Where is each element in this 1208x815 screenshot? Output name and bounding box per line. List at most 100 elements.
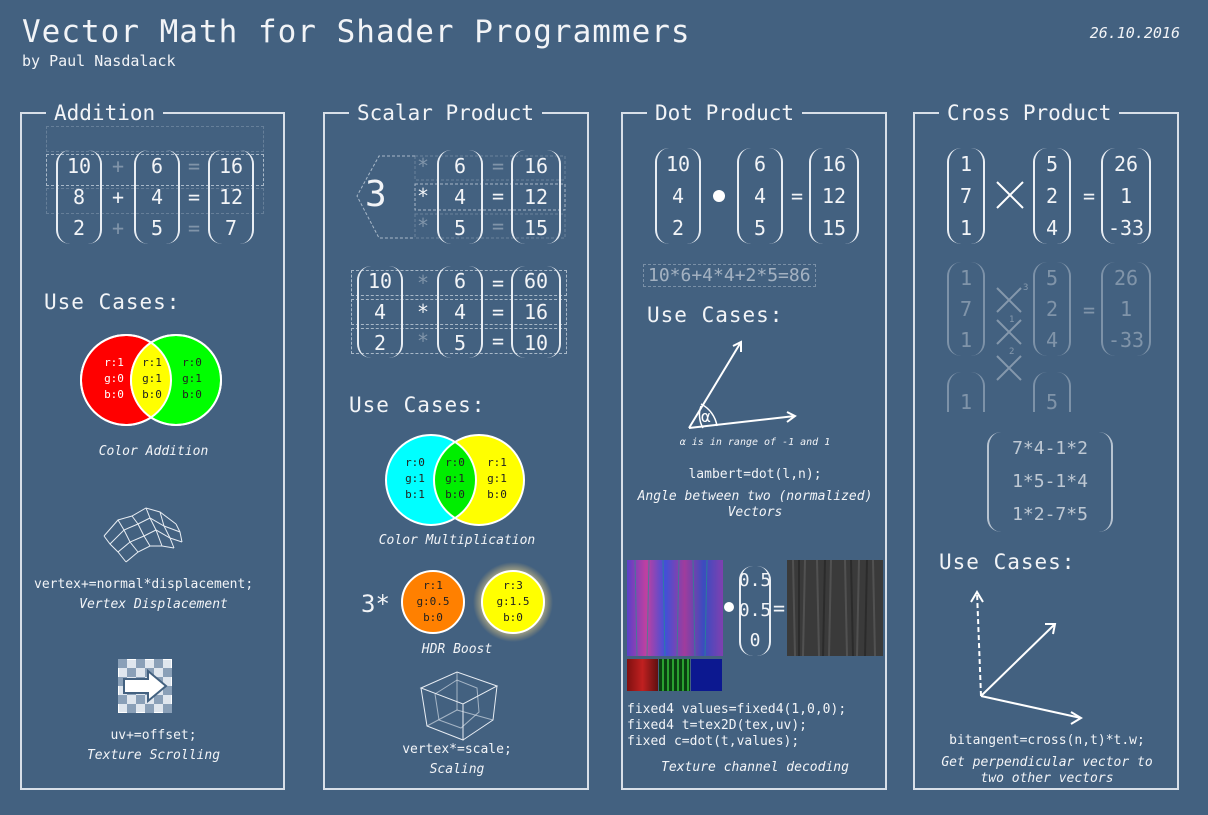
cross-vector-a: 1 7 1 bbox=[947, 148, 985, 244]
addition-row-highlight bbox=[46, 154, 264, 186]
cross-equals: = bbox=[1082, 184, 1096, 208]
alpha-symbol: α bbox=[701, 407, 711, 426]
cw-equals-top: = bbox=[491, 271, 505, 295]
fade-b-x: 5 bbox=[1045, 390, 1059, 412]
packed-texture-image bbox=[627, 560, 723, 656]
dot-equals: = bbox=[790, 184, 804, 208]
scroll-caption: Texture Scrolling bbox=[86, 748, 221, 763]
cube-icon bbox=[419, 671, 499, 741]
dot-r-z: 15 bbox=[821, 216, 847, 240]
equals-sign-bottom: = bbox=[187, 216, 201, 240]
angle-caption-1: Angle between two (normalized) bbox=[637, 489, 873, 504]
cw-times: * bbox=[416, 300, 430, 324]
addition-vector-a: 10 8 2 bbox=[56, 150, 102, 244]
cw-a-y: 4 bbox=[373, 299, 387, 324]
hdr-caption: HDR Boost bbox=[421, 642, 493, 657]
alpha-note: α is in range of -1 and 1 bbox=[679, 437, 831, 448]
cw-r-y: 16 bbox=[523, 299, 549, 324]
step-a-y: 7 bbox=[959, 296, 973, 321]
equals-sign-top: = bbox=[187, 154, 201, 178]
step-r-z: -33 bbox=[1107, 328, 1145, 353]
componentwise-row-top bbox=[351, 270, 567, 296]
addition-result: 16 12 7 bbox=[208, 150, 254, 244]
arrow-right-icon bbox=[123, 668, 168, 704]
venn-add-right-g: g:1 bbox=[182, 372, 202, 385]
venn-mul-right-g: g:1 bbox=[487, 472, 507, 485]
step-a-z: 1 bbox=[959, 328, 973, 353]
texture-code-1: fixed4 values=fixed4(1,0,0); bbox=[627, 702, 847, 717]
equals-sign: = bbox=[187, 185, 201, 209]
scalar-r-x: 16 bbox=[523, 153, 549, 178]
scale-code: vertex*=scale; bbox=[402, 742, 512, 757]
times-sign: * bbox=[416, 184, 430, 208]
channel-mask-vector: 0.5 0.5 0 bbox=[739, 566, 771, 656]
plus-sign-bottom: + bbox=[111, 216, 125, 240]
addition-r-y: 12 bbox=[218, 184, 244, 209]
venn-add-right-r: r:0 bbox=[182, 356, 202, 369]
cw-equals: = bbox=[491, 300, 505, 324]
dot-a-z: 2 bbox=[671, 216, 685, 240]
scalar-equals: = bbox=[491, 184, 505, 208]
step-label-3: 2 bbox=[1009, 347, 1014, 357]
cw-r-z: 10 bbox=[523, 330, 549, 355]
step-cross-icons: 3 1 2 bbox=[996, 283, 1028, 381]
cross-term-x: 7*4-1*2 bbox=[1012, 437, 1088, 459]
dot-result: 16 12 15 bbox=[809, 148, 859, 244]
addition-r-x: 16 bbox=[218, 153, 244, 178]
venn-mul-mid-r: r:0 bbox=[445, 456, 465, 469]
dot-b-z: 5 bbox=[753, 216, 767, 240]
step-fade: 1 5 bbox=[945, 372, 1085, 412]
cross-b-x: 5 bbox=[1045, 152, 1059, 176]
scalar-v-y: 4 bbox=[453, 184, 467, 209]
addition-use-cases: Use Cases: bbox=[44, 290, 181, 314]
angle-diagram: α bbox=[688, 340, 797, 429]
displacement-caption: Vertex Displacement bbox=[79, 597, 228, 612]
cross-term-z: 1*2-7*5 bbox=[1012, 504, 1088, 526]
cw-times-bottom: * bbox=[416, 329, 430, 353]
venn-add-mid-b: b:0 bbox=[142, 388, 162, 401]
dot-operator-icon-2 bbox=[724, 602, 734, 612]
dot-panel: Dot Product 10 4 2 6 4 5 = 16 12 15 10*6… bbox=[621, 100, 887, 790]
addition-panel: Addition 10 8 2 + + + 6 4 5 = = = 16 12 … bbox=[20, 100, 285, 790]
scalar-frame bbox=[356, 155, 566, 239]
displacement-code: vertex+=normal*displacement; bbox=[34, 577, 254, 592]
addition-row-top bbox=[46, 126, 264, 152]
componentwise-vector-a: 10 4 2 bbox=[357, 266, 403, 358]
decoded-texture-image bbox=[787, 560, 883, 656]
addition-vector-b: 6 4 5 bbox=[134, 150, 180, 244]
addition-b-y: 4 bbox=[150, 184, 164, 209]
scalar-vector: 6 4 5 bbox=[437, 150, 483, 244]
mesh-icon bbox=[103, 507, 183, 563]
cross-result: 26 1 -33 bbox=[1101, 148, 1151, 244]
hdr-multiplier: 3* bbox=[361, 590, 390, 618]
componentwise-row-mid bbox=[351, 299, 567, 325]
texture-code-3: fixed c=dot(t,values); bbox=[627, 734, 800, 749]
step-vector-a: 1 7 1 bbox=[947, 262, 985, 356]
step-vector-b: 5 2 4 bbox=[1033, 262, 1071, 356]
cross-panel: Cross Product 1 7 1 5 2 4 = 26 1 -33 1 7… bbox=[913, 100, 1179, 790]
hdr-orange-r: r:1 bbox=[423, 579, 443, 592]
scale-caption: Scaling bbox=[429, 762, 485, 777]
componentwise-vector-b: 6 4 5 bbox=[437, 266, 483, 358]
step-r-y: 1 bbox=[1119, 296, 1133, 321]
step-b-y: 2 bbox=[1045, 296, 1059, 321]
blue-channel-image bbox=[691, 659, 722, 691]
step-b-x: 5 bbox=[1045, 265, 1059, 290]
cross-title: Cross Product bbox=[939, 100, 1120, 126]
venn-add-left-g: g:0 bbox=[104, 372, 124, 385]
scalar-value: 3 bbox=[365, 174, 387, 215]
step-label-2: 1 bbox=[1009, 315, 1014, 325]
yellow-overlap bbox=[131, 335, 171, 425]
dot-b-y: 4 bbox=[753, 184, 767, 208]
venn-add-right-b: b:0 bbox=[182, 388, 202, 401]
dot-vector-a: 10 4 2 bbox=[655, 148, 701, 244]
lambert-code: lambert=dot(l,n); bbox=[688, 467, 822, 482]
bright-yellow-circle bbox=[481, 570, 545, 634]
green-channel-image bbox=[659, 659, 690, 691]
venn-mul-right-b: b:0 bbox=[487, 488, 507, 501]
venn-add-mid-g: g:1 bbox=[142, 372, 162, 385]
addition-r-z: 7 bbox=[224, 216, 238, 241]
venn-add-mid-r: r:1 bbox=[142, 356, 162, 369]
cw-b-z: 5 bbox=[453, 330, 467, 355]
dot-r-x: 16 bbox=[821, 152, 847, 176]
